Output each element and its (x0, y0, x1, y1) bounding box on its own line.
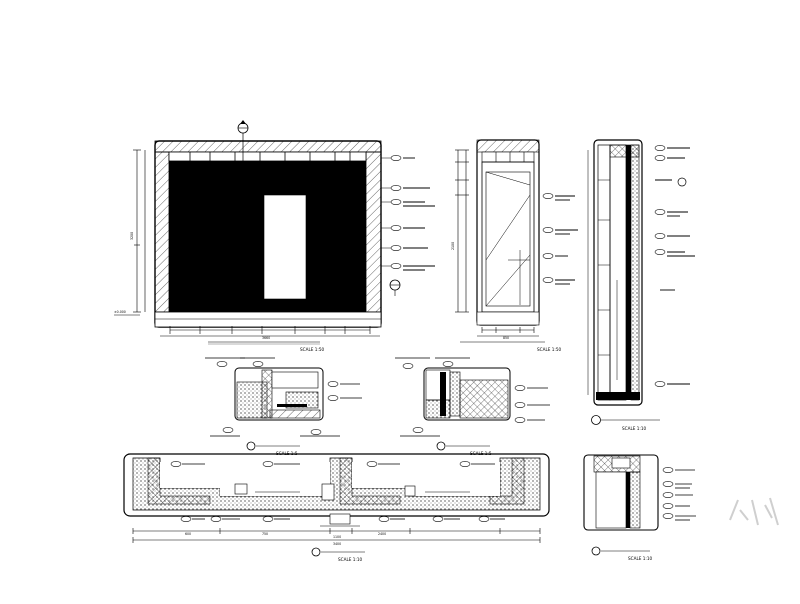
main-elevation: 3200 ±0.000 3660 (114, 120, 435, 352)
white-niche (263, 194, 307, 300)
scale-wide: SCALE 1:10 (338, 557, 362, 562)
dim-bottom-a: 600 (185, 532, 191, 536)
wide-plan-section: 600 750 1100 2400 3400 SCALE 1:10 (123, 453, 550, 562)
tall-section: SCALE 1:10 (587, 139, 695, 431)
scale-tall: SCALE 1:10 (622, 426, 646, 431)
scale-door: SCALE 1:50 (537, 347, 561, 352)
door-elevation: 2100 850 SCALE 1:50 (451, 139, 578, 352)
callouts-wide (170, 461, 505, 522)
dim-door-width: 850 (503, 336, 509, 340)
dim-wide-mid: 1100 (333, 535, 341, 539)
dim-bottom-b: 750 (262, 532, 268, 536)
small-side-detail: SCALE 1:10 (583, 454, 696, 561)
callouts-door (542, 193, 578, 285)
dim-door-height: 2100 (451, 242, 455, 250)
dim-level-mark: ±0.000 (114, 310, 126, 314)
callouts-tall (654, 145, 695, 387)
callouts-main-right (381, 155, 435, 271)
dim-large-height: 3200 (130, 232, 134, 240)
dim-large-width: 3660 (262, 336, 270, 340)
caption-main: SCALE 1:50 (208, 341, 324, 352)
dim-bottom-c: 2400 (378, 532, 386, 536)
detail-section-left: SCALE 1:5 (205, 357, 362, 456)
detail-section-middle: SCALE 1:5 (395, 357, 550, 456)
scale-main: SCALE 1:50 (300, 347, 324, 352)
dim-wide-total: 3400 (333, 542, 341, 546)
scale-side: SCALE 1:10 (628, 556, 652, 561)
watermark-mark (729, 497, 779, 526)
